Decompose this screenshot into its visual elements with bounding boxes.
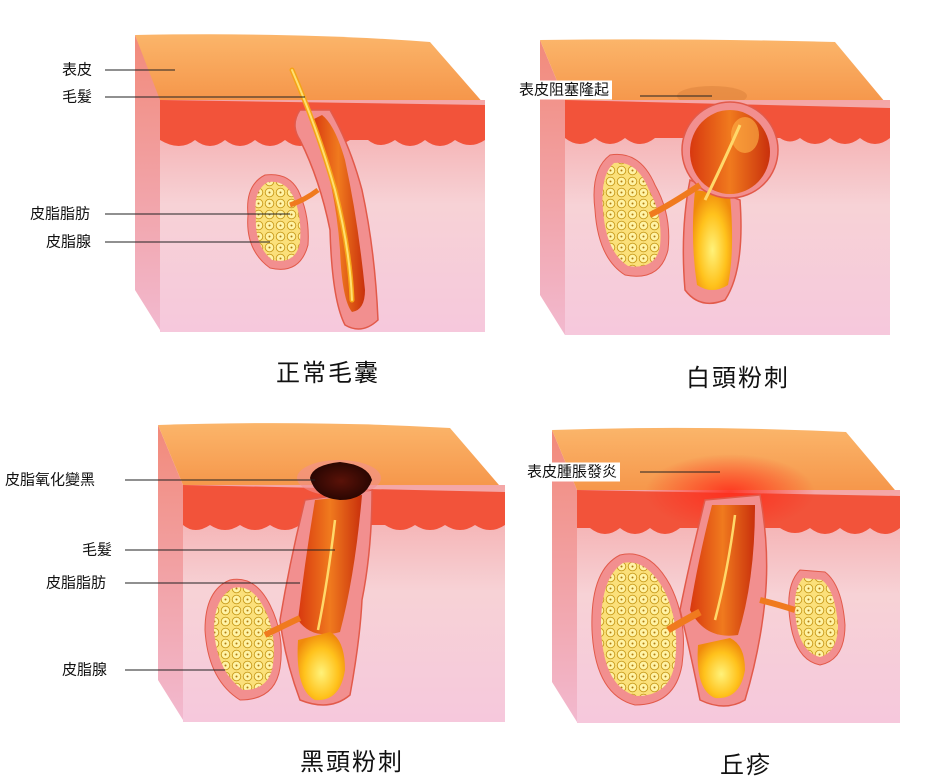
caption-blackhead: 黑頭粉刺 <box>300 748 404 776</box>
label-sebum: 皮脂脂肪 <box>30 204 91 223</box>
label-sebaceous-gland: 皮脂腺 <box>62 660 108 679</box>
caption-normal: 正常毛囊 <box>276 359 380 387</box>
panel-whitehead <box>540 39 890 335</box>
epidermis-top <box>158 423 505 492</box>
oxidized-plug <box>310 462 372 500</box>
label-inflamed-epidermis: 表皮腫脹發炎 <box>524 462 621 482</box>
sebaceous-gland <box>794 578 838 657</box>
label-sebaceous-gland: 皮脂腺 <box>46 232 92 251</box>
epidermis-top <box>540 39 890 109</box>
sebaceous-gland <box>602 162 661 267</box>
skin-side <box>135 35 160 330</box>
epidermis-top <box>135 34 485 105</box>
label-hair: 毛髮 <box>82 540 113 559</box>
caption-papule: 丘疹 <box>720 751 772 779</box>
label-pore-blockage: 表皮阻塞隆起 <box>516 80 613 100</box>
panel-papule <box>552 427 900 723</box>
sebaceous-gland <box>255 181 301 261</box>
panel-blackhead <box>125 423 505 722</box>
sebaceous-gland <box>214 587 274 690</box>
label-sebum: 皮脂脂肪 <box>46 573 107 592</box>
label-hair: 毛髮 <box>62 87 93 106</box>
caption-whitehead: 白頭粉刺 <box>686 364 790 392</box>
skin-side <box>158 425 183 720</box>
skin-side <box>540 40 565 335</box>
label-oxidized-sebum: 皮脂氧化變黑 <box>5 470 96 489</box>
panel-normal <box>105 34 485 332</box>
sebaceous-gland <box>600 562 677 696</box>
hair-shaft <box>316 519 337 631</box>
inflammation <box>645 454 815 530</box>
skin-side <box>552 430 577 722</box>
label-epidermis: 表皮 <box>62 60 93 79</box>
